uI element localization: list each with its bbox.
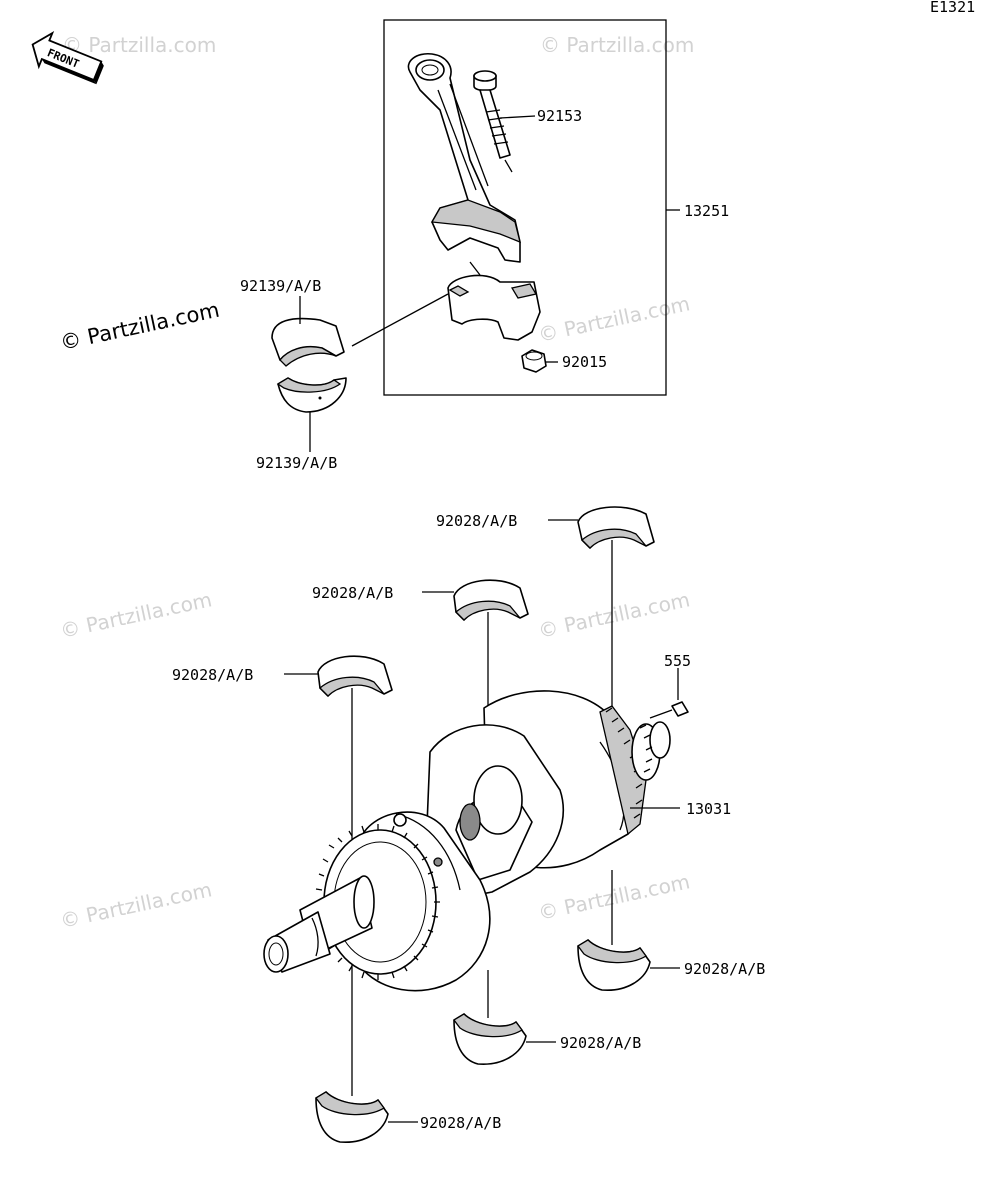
callout-main-bearing-5: 92028/A/B bbox=[560, 1034, 641, 1052]
callout-labels: 92153 13251 92015 92139/A/B 92139/A/B 92… bbox=[172, 107, 765, 1132]
rod-bearing-lower bbox=[276, 377, 347, 413]
diagram-code: E1321 bbox=[930, 0, 975, 16]
watermark: © Partzilla.com bbox=[536, 869, 692, 925]
watermark: © Partzilla.com bbox=[58, 587, 214, 643]
bolt bbox=[473, 70, 536, 173]
crankshaft bbox=[263, 668, 689, 992]
watermark: © Partzilla.com bbox=[58, 877, 214, 933]
callout-main-bearing-6: 92028/A/B bbox=[420, 1114, 501, 1132]
connecting-rod bbox=[407, 52, 521, 263]
watermark: © Partzilla.com bbox=[536, 291, 692, 347]
watermark: © Partzilla.com bbox=[62, 33, 216, 57]
rod-cap bbox=[447, 261, 541, 341]
callout-rod-bearing-upper: 92139/A/B bbox=[240, 277, 321, 295]
callout-con-rod-assy: 13251 bbox=[684, 202, 729, 220]
main-bearing-shell-4 bbox=[577, 870, 680, 991]
watermark: © Partzilla.com bbox=[536, 587, 692, 643]
main-bearing-shell-5 bbox=[453, 970, 556, 1065]
main-bearing-shell-2 bbox=[422, 579, 529, 820]
callout-main-bearing-4: 92028/A/B bbox=[684, 960, 765, 978]
watermark-dark: © Partzilla.com bbox=[58, 298, 222, 355]
callout-pin: 555 bbox=[664, 652, 691, 670]
con-rod-assembly-box bbox=[383, 19, 680, 396]
rod-bearing-upper bbox=[271, 293, 449, 367]
callout-main-bearing-1: 92028/A/B bbox=[436, 512, 517, 530]
main-bearing-shell-6 bbox=[315, 940, 418, 1143]
callout-main-bearing-2: 92028/A/B bbox=[312, 584, 393, 602]
callout-main-bearing-3: 92028/A/B bbox=[172, 666, 253, 684]
main-bearing-shell-3 bbox=[284, 655, 393, 850]
callout-nut: 92015 bbox=[562, 353, 607, 371]
callout-rod-bearing-lower: 92139/A/B bbox=[256, 454, 337, 472]
main-bearing-shell-1 bbox=[548, 506, 655, 730]
nut bbox=[521, 349, 558, 373]
watermark: © Partzilla.com bbox=[540, 33, 694, 57]
callout-crankshaft: 13031 bbox=[686, 800, 731, 818]
callout-bolt: 92153 bbox=[537, 107, 582, 125]
